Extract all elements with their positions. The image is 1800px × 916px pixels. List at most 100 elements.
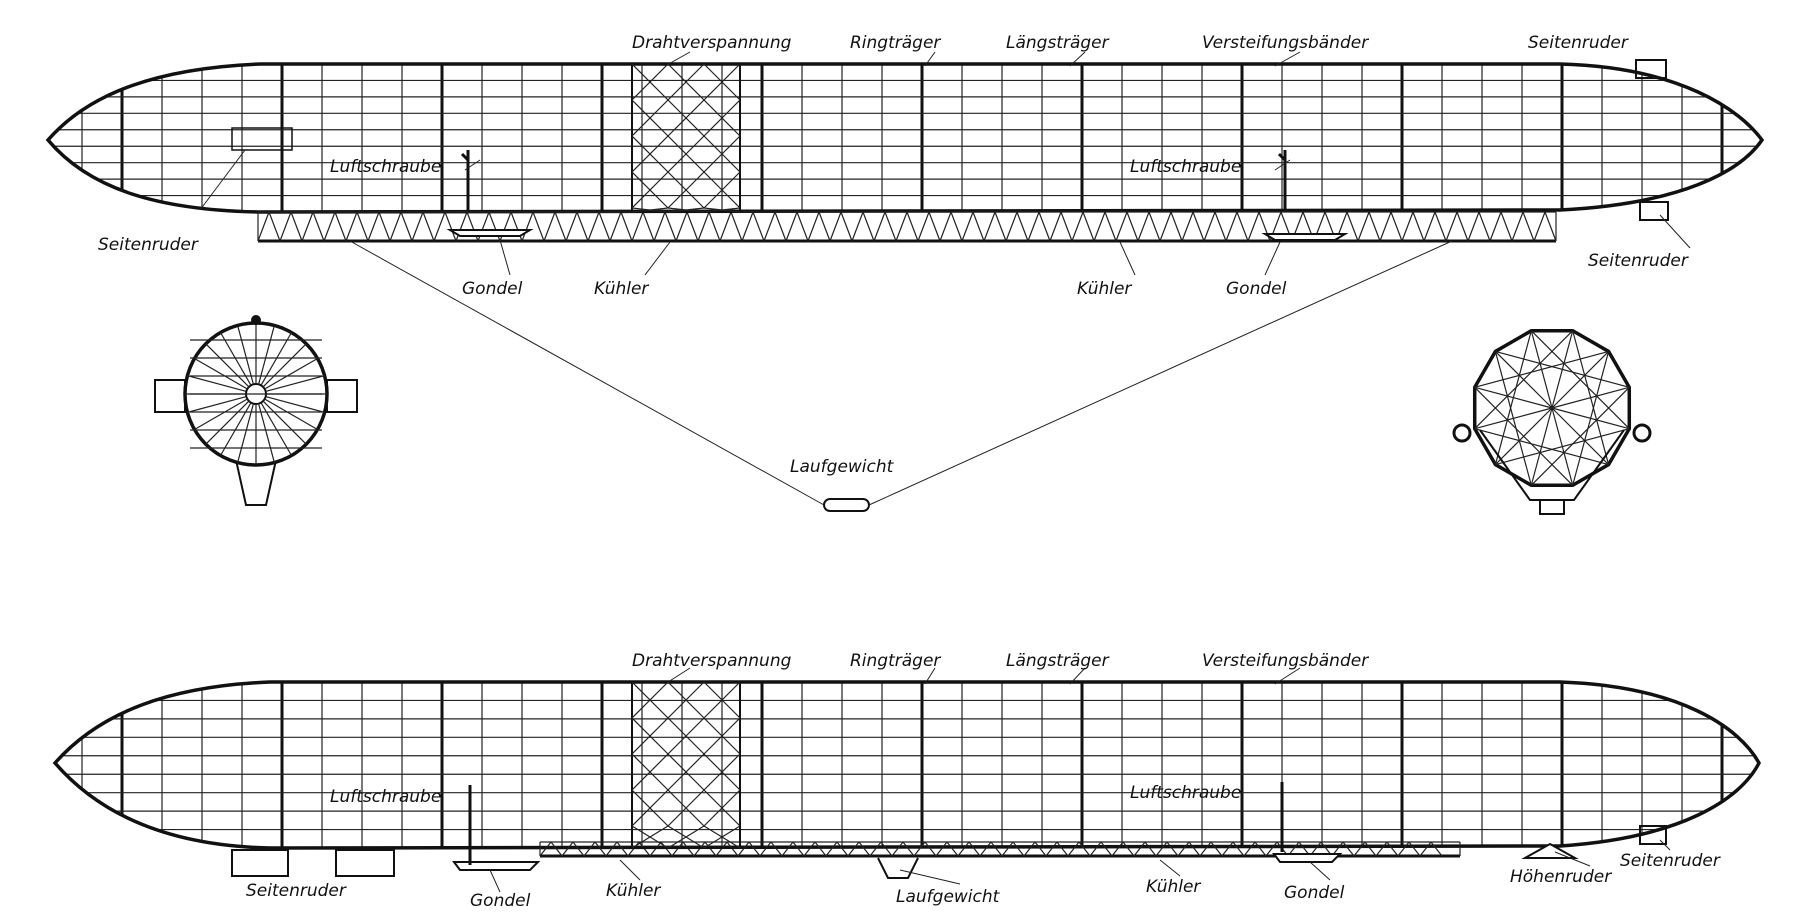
bracing-wire <box>631 717 669 755</box>
keel-diagonal <box>1419 841 1432 857</box>
bracing-wire <box>667 789 705 827</box>
keel-diagonal <box>792 841 805 857</box>
bracing-wire <box>631 753 669 791</box>
keel-diagonal <box>1034 841 1047 857</box>
bracing-wire <box>703 207 741 213</box>
keel-diagonal <box>1060 211 1073 242</box>
keel-diagonal <box>950 211 963 242</box>
bracing-wire <box>703 135 741 173</box>
keel-diagonal <box>1533 211 1546 242</box>
keel-diagonal <box>840 211 853 242</box>
keel-diagonal <box>1522 211 1535 242</box>
bracing-wire <box>631 825 669 849</box>
keel-diagonal <box>598 211 611 242</box>
keel-diagonal <box>917 211 930 242</box>
radial-wire <box>265 375 325 392</box>
rudder-top-right <box>1635 59 1667 79</box>
rudder-left-1 <box>231 849 289 877</box>
label-laufgewicht: Laufgewicht <box>896 887 1001 907</box>
keel-diagonal <box>906 211 919 242</box>
radial-wire <box>205 343 250 388</box>
keel-diagonal <box>719 211 732 242</box>
radial-wire <box>262 400 307 445</box>
keel-diagonal <box>1353 841 1366 857</box>
keel-diagonal <box>389 211 402 242</box>
label-kuehler-left: Kühler <box>606 881 661 901</box>
keel-diagonal <box>631 211 644 242</box>
radial-wire <box>1551 351 1609 409</box>
keel-diagonal <box>1137 211 1150 242</box>
label-versteifungsbaender: Versteifungsbänder <box>1202 33 1369 53</box>
keel-diagonal <box>1364 841 1377 857</box>
keel-diagonal <box>1214 211 1227 242</box>
keel-diagonal <box>1192 211 1205 242</box>
radial-wire <box>265 396 325 413</box>
label-versteifungsbaender: Versteifungsbänder <box>1202 651 1369 671</box>
label-drahtverspannung: Drahtverspannung <box>632 33 792 53</box>
label-luftschraube-left: Luftschraube <box>330 157 441 177</box>
radial-wire <box>1530 330 1553 409</box>
keel-diagonal <box>957 841 970 857</box>
keel-diagonal <box>1016 211 1029 242</box>
keel-diagonal <box>770 841 783 857</box>
keel-diagonal <box>741 211 754 242</box>
keel-diagonal <box>990 841 1003 857</box>
keel-diagonal <box>1023 841 1036 857</box>
keel-diagonal <box>1430 841 1443 857</box>
keel-diagonal <box>1397 841 1410 857</box>
keel-diagonal <box>1511 211 1524 242</box>
label-luftschraube-right: Luftschraube <box>1130 157 1241 177</box>
keel-diagonal <box>1210 841 1223 857</box>
keel-diagonal <box>268 211 281 242</box>
keel-diagonal <box>675 211 688 242</box>
label-gondel-left: Gondel <box>462 279 523 299</box>
gondola-left <box>446 229 534 237</box>
keel-diagonal <box>759 841 772 857</box>
label-drahtverspannung: Drahtverspannung <box>632 651 792 671</box>
keel-diagonal <box>532 211 545 242</box>
keel-diagonal <box>1067 841 1080 857</box>
keel-diagonal <box>895 211 908 242</box>
keel-diagonal <box>1148 211 1161 242</box>
label-gondel-left: Gondel <box>470 891 531 911</box>
keel-diagonal <box>290 211 303 242</box>
keel-diagonal <box>1100 841 1113 857</box>
keel-diagonal <box>583 841 596 857</box>
keel-diagonal <box>257 211 270 242</box>
keel-diagonal <box>851 211 864 242</box>
airship-side-view <box>45 51 1765 512</box>
keel-diagonal <box>444 211 457 242</box>
label-laengstraeger: Längsträger <box>1006 651 1110 671</box>
keel-diagonal <box>1001 841 1014 857</box>
keel-diagonal <box>605 841 618 857</box>
keel-diagonal <box>1379 211 1392 242</box>
radial-wire <box>205 400 250 445</box>
keel-diagonal <box>323 211 336 242</box>
radial-wire <box>262 343 307 388</box>
bracing-wire <box>631 63 669 101</box>
keel-diagonal <box>422 211 435 242</box>
keel-diagonal <box>1203 211 1216 242</box>
keel-diagonal <box>433 211 446 242</box>
keel-diagonal <box>825 841 838 857</box>
label-seitenruder-left: Seitenruder <box>246 881 347 901</box>
keel-diagonal <box>1049 211 1062 242</box>
label-laufgewicht: Laufgewicht <box>790 457 895 477</box>
keel-diagonal <box>891 841 904 857</box>
label-ringtraeger: Ringträger <box>850 651 941 671</box>
keel-diagonal <box>653 211 666 242</box>
keel-diagonal <box>737 841 750 857</box>
keel-diagonal <box>561 841 574 857</box>
keel-diagonal <box>576 211 589 242</box>
keel-diagonal <box>946 841 959 857</box>
label-seitenruder-right: Seitenruder <box>1588 251 1689 271</box>
radial-wire <box>1530 407 1553 486</box>
bracing-wire <box>703 681 741 719</box>
label-seitenruder-right: Seitenruder <box>1620 851 1721 871</box>
keel-diagonal <box>829 211 842 242</box>
keel-diagonal <box>1122 841 1135 857</box>
keel-diagonal <box>554 211 567 242</box>
keel-diagonal <box>279 211 292 242</box>
label-kuehler-right: Kühler <box>1146 877 1201 897</box>
